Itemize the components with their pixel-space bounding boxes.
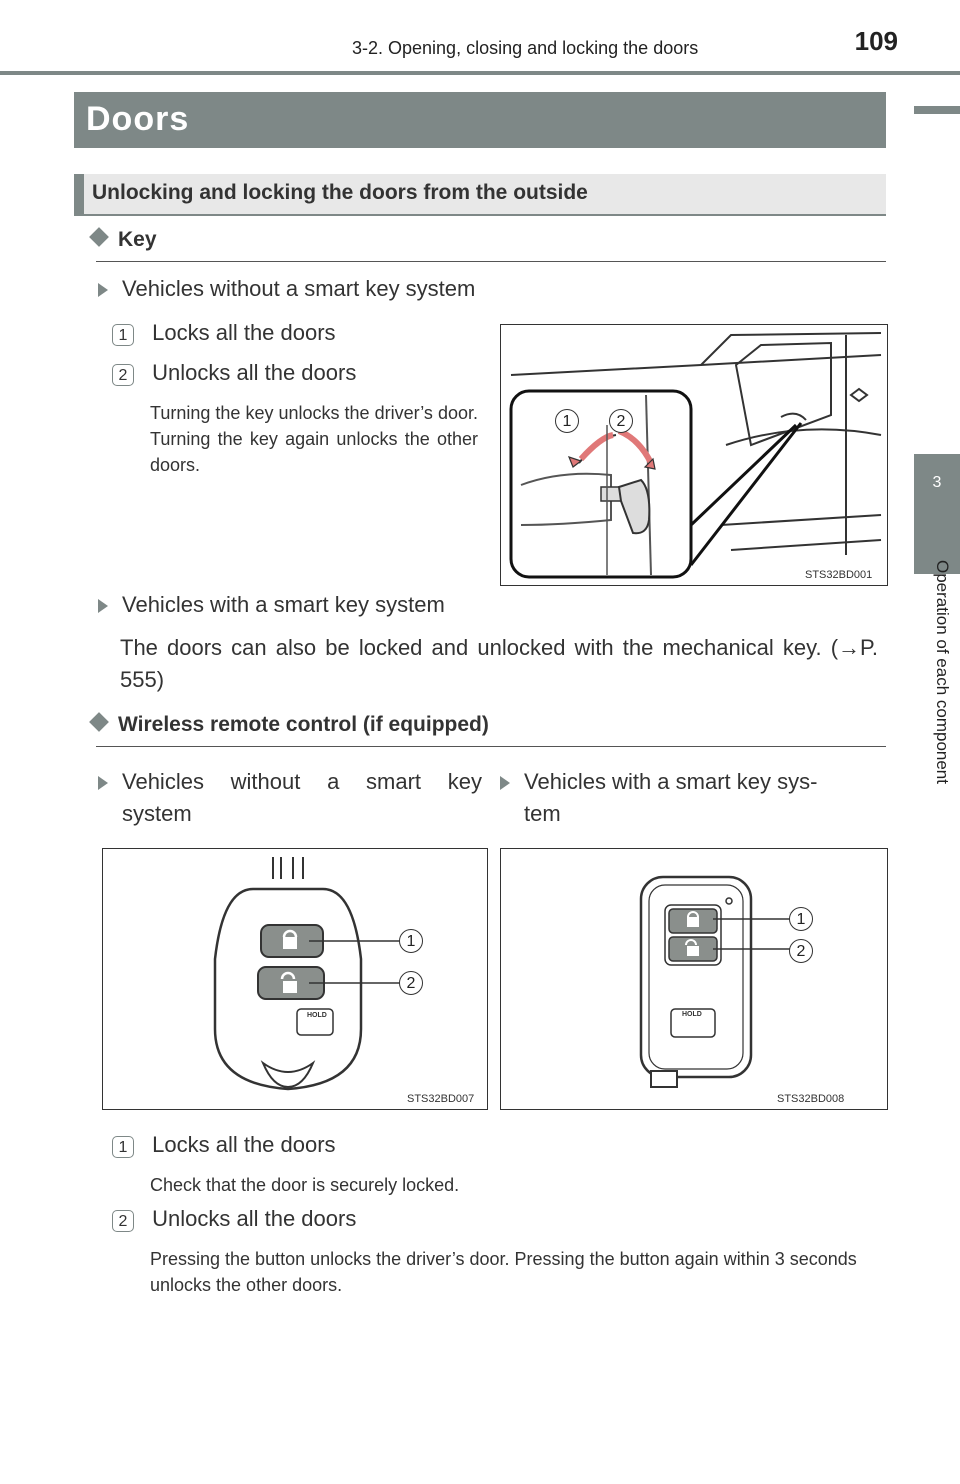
header-rule [0, 71, 960, 75]
remote-item-2-text: Unlocks all the doors [152, 1206, 357, 1231]
diamond-icon [89, 712, 109, 732]
remote-callout-2: 2 [399, 971, 423, 995]
remote-col2-label: Vehicles with a smart key sys- tem [500, 766, 884, 830]
key-item-1: 1 Locks all the doors [112, 320, 336, 346]
figure-code: STS32BD001 [805, 569, 873, 581]
triangle-bullet-icon [500, 776, 510, 790]
key-heading-text: Key [118, 228, 157, 251]
no-smart-label-text: Vehicles without a smart key system [122, 276, 476, 301]
chapter-number: 3 [932, 474, 942, 491]
remote-item-2: 2 Unlocks all the doors [112, 1206, 356, 1232]
remote-col2-line1: Vehicles with a smart key sys- [524, 769, 818, 794]
smart-text: The doors can also be locked and unlocke… [120, 635, 878, 692]
item-number-2: 2 [112, 364, 134, 386]
subsection-title: Unlocking and locking the doors from the… [92, 181, 588, 204]
triangle-bullet-icon [98, 776, 108, 790]
page-title: Doors [86, 100, 190, 138]
hold-label: HOLD [307, 1012, 327, 1019]
item-number-1: 1 [112, 324, 134, 346]
smart-callout-1: 1 [789, 907, 813, 931]
key-note: Turning the key unlocks the driver’s doo… [150, 403, 478, 475]
page-title-banner: Doors [74, 92, 886, 148]
hold-label: HOLD [682, 1011, 702, 1018]
item-number-2: 2 [112, 1210, 134, 1232]
key-item-2-text: Unlocks all the doors [152, 360, 357, 385]
chapter-title: Operation of each component [933, 560, 952, 784]
remote-item-1-note: Check that the door is securely locked. [150, 1175, 460, 1195]
smart-callout-2: 2 [789, 939, 813, 963]
side-tab-top-bar [914, 106, 960, 114]
remote-col1-label: Vehicles without a smart key system [98, 766, 482, 830]
remote-col1-line2: system [122, 801, 192, 826]
no-smart-label: Vehicles without a smart key system [98, 276, 475, 302]
remote-item-1: 1 Locks all the doors [112, 1132, 336, 1158]
door-key-figure: 1 2 STS32BD001 [500, 324, 888, 586]
remote-item-2-note: Pressing the button unlocks the driver’s… [150, 1249, 857, 1295]
remote-key-figure: HOLD 1 2 STS32BD007 [102, 848, 488, 1110]
subsection-bar [74, 174, 84, 216]
key-heading: Key [89, 227, 157, 252]
page-number: 109 [854, 26, 898, 56]
chapter-number-tab[interactable]: 3 [914, 454, 960, 574]
smart-label-text: Vehicles with a smart key system [122, 592, 445, 617]
triangle-bullet-icon [98, 599, 108, 613]
item-number-1: 1 [112, 1136, 134, 1158]
remote-key-illustration [213, 857, 401, 1091]
remote-callout-1: 1 [399, 929, 423, 953]
remote-col2-line2: tem [524, 801, 561, 826]
figure-code-008: STS32BD008 [777, 1093, 845, 1105]
diamond-icon [89, 227, 109, 247]
key-rule [96, 261, 886, 262]
figure-code-007: STS32BD007 [407, 1093, 475, 1105]
door-key-illustration [509, 332, 882, 579]
smart-key-figure: HOLD 1 2 STS32BD008 [500, 848, 888, 1110]
figure-callout-2: 2 [609, 409, 633, 433]
key-item-2: 2 Unlocks all the doors [112, 360, 356, 386]
remote-col1-line1: Vehicles without a smart key [122, 769, 482, 794]
remote-heading: Wireless remote control (if equipped) [89, 712, 489, 737]
subsection-header: Unlocking and locking the doors from the… [74, 174, 886, 216]
smart-label: Vehicles with a smart key system [98, 592, 445, 618]
figure-callout-1: 1 [555, 409, 579, 433]
key-item-1-text: Locks all the doors [152, 320, 336, 345]
remote-heading-text: Wireless remote control (if equipped) [118, 713, 489, 736]
section-title: 3-2. Opening, closing and locking the do… [352, 38, 699, 58]
triangle-bullet-icon [98, 283, 108, 297]
smart-key-illustration [639, 875, 791, 1088]
remote-item-1-text: Locks all the doors [152, 1132, 336, 1157]
remote-rule [96, 746, 886, 747]
